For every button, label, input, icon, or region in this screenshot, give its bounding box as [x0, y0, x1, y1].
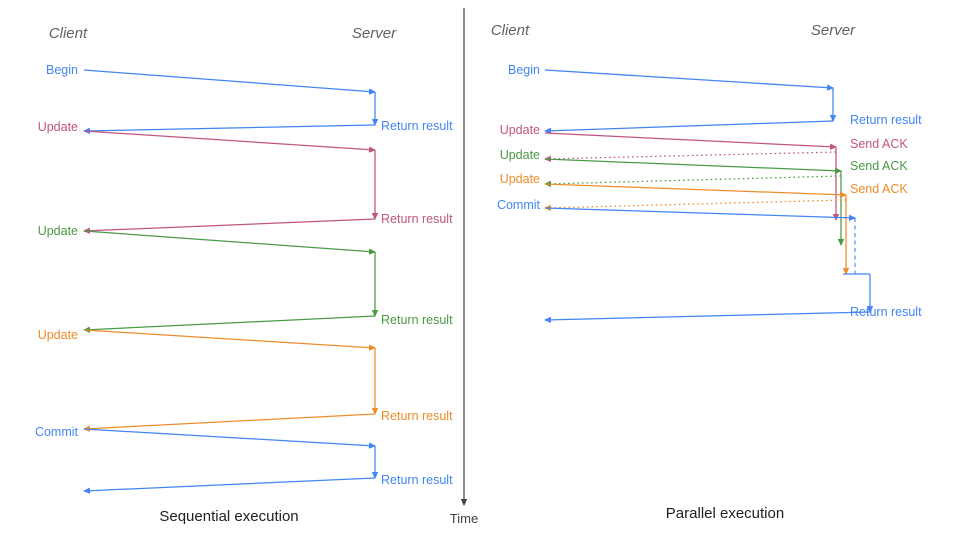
client-label-commit: Commit: [35, 425, 79, 439]
request-arrow-update-2: [83, 230, 376, 255]
server-label-update-1: Return result: [381, 212, 453, 226]
client-label-update-2: Update: [38, 224, 78, 238]
time-axis-group: Time: [450, 8, 478, 526]
request-arrow-begin: [83, 69, 376, 95]
response-arrow-begin: [544, 120, 834, 134]
panel-caption-parallel: Parallel execution: [666, 505, 784, 522]
response-arrow-update-1: [544, 151, 837, 163]
client-label-update-1: Update: [500, 123, 540, 137]
server-label-update-2: Send ACK: [850, 159, 908, 173]
response-arrow-commit: [544, 311, 871, 324]
time-axis-label: Time: [450, 511, 478, 526]
client-label-update-3: Update: [500, 172, 540, 186]
lane-header-client: Client: [491, 22, 530, 39]
server-label-update-1: Send ACK: [850, 137, 908, 151]
response-arrow-update-1: [83, 218, 376, 234]
server-label-update-3: Return result: [381, 409, 453, 423]
request-arrow-update-1: [544, 132, 837, 150]
client-label-begin: Begin: [46, 63, 78, 77]
client-label-update-2: Update: [500, 148, 540, 162]
response-arrow-commit: [83, 477, 376, 494]
server-label-commit: Return result: [850, 305, 922, 319]
request-arrow-commit: [544, 207, 856, 222]
server-label-update-3: Send ACK: [850, 182, 908, 196]
request-arrow-update-3: [544, 183, 847, 198]
server-label-begin: Return result: [381, 119, 453, 133]
request-arrow-update-2: [544, 158, 842, 174]
response-arrow-update-2: [83, 315, 376, 333]
response-arrow-update-3: [544, 199, 847, 212]
lane-header-server: Server: [352, 25, 397, 42]
client-label-begin: Begin: [508, 63, 540, 77]
server-label-begin: Return result: [850, 113, 922, 127]
client-label-update-1: Update: [38, 120, 78, 134]
lane-header-client: Client: [49, 25, 88, 42]
client-label-commit: Commit: [497, 198, 541, 212]
panel-caption-sequential: Sequential execution: [159, 508, 298, 525]
server-label-commit: Return result: [381, 473, 453, 487]
server-label-update-2: Return result: [381, 313, 453, 327]
response-arrow-update-2: [544, 175, 842, 188]
request-arrow-update-3: [83, 329, 376, 351]
response-arrow-update-3: [83, 413, 376, 432]
response-arrow-begin: [83, 124, 376, 135]
lane-header-server: Server: [811, 22, 856, 39]
client-label-update-3: Update: [38, 328, 78, 342]
request-arrow-update-1: [83, 130, 376, 153]
request-arrow-commit: [83, 428, 376, 449]
request-arrow-begin: [544, 69, 834, 91]
